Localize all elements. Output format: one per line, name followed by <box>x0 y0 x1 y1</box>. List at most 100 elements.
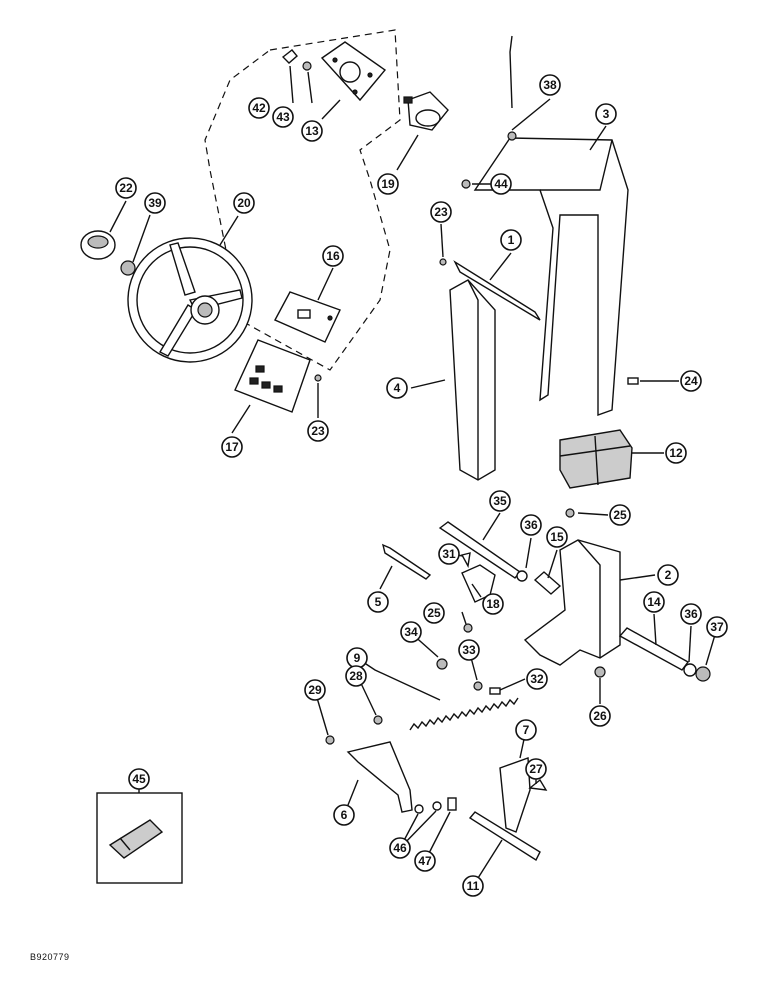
bolt-24 <box>627 377 639 385</box>
console-panel-3 <box>473 137 629 416</box>
nut-44 <box>461 179 471 189</box>
callout-29: 29 <box>304 679 326 701</box>
callout-2: 2 <box>657 564 679 586</box>
svg-text:34: 34 <box>404 625 418 639</box>
washer-36-upper <box>516 570 528 582</box>
handle-7 <box>499 757 531 833</box>
callout-27: 27 <box>525 758 547 780</box>
callout-26: 26 <box>589 705 611 727</box>
svg-text:23: 23 <box>434 205 448 219</box>
callout-13: 13 <box>301 120 323 142</box>
nut-29 <box>325 735 335 745</box>
svg-text:33: 33 <box>462 643 476 657</box>
nut-38 <box>507 131 517 141</box>
column-channel-4 <box>449 279 496 481</box>
callout-12: 12 <box>665 442 687 464</box>
callout-24: 24 <box>680 370 702 392</box>
svg-text:23: 23 <box>311 424 325 438</box>
tube-15 <box>533 571 562 595</box>
svg-text:38: 38 <box>543 78 557 92</box>
svg-text:18: 18 <box>486 597 500 611</box>
lever-6 <box>346 741 413 813</box>
callout-25-upper: 25 <box>609 504 631 526</box>
callout-47: 47 <box>414 850 436 872</box>
callout-7: 7 <box>515 719 537 741</box>
svg-text:45: 45 <box>132 772 146 786</box>
washer-46b <box>432 801 442 811</box>
svg-text:26: 26 <box>593 709 607 723</box>
svg-text:12: 12 <box>669 446 683 460</box>
foam-block-12 <box>559 429 633 489</box>
svg-text:6: 6 <box>341 808 348 822</box>
inset-45 <box>96 792 183 884</box>
drawing-code: B920779 <box>30 952 70 962</box>
callout-28: 28 <box>345 665 367 687</box>
pin-42 <box>281 49 298 64</box>
svg-text:1: 1 <box>508 233 515 247</box>
bracket-1 <box>453 260 541 321</box>
steering-wheel-20 <box>127 237 253 363</box>
screw-27 <box>528 778 548 791</box>
svg-text:28: 28 <box>349 669 363 683</box>
callout-42: 42 <box>248 97 270 119</box>
callout-1: 1 <box>500 229 522 251</box>
nut-39 <box>120 260 136 276</box>
screw-31 <box>460 552 471 569</box>
steering-group-outline <box>204 29 401 371</box>
callout-43: 43 <box>272 106 294 128</box>
svg-text:4: 4 <box>394 381 401 395</box>
callout-3: 3 <box>595 103 617 125</box>
callout-20: 20 <box>233 192 255 214</box>
callout-44: 44 <box>490 173 512 195</box>
callout-19: 19 <box>377 173 399 195</box>
svg-text:27: 27 <box>529 762 543 776</box>
cover-plate-16 <box>274 291 341 343</box>
callout-23-upper: 23 <box>430 201 452 223</box>
callout-36-right: 36 <box>680 603 702 625</box>
callout-36-upper: 36 <box>520 514 542 536</box>
svg-text:25: 25 <box>427 606 441 620</box>
nut-26 <box>594 666 606 678</box>
bolt-32 <box>489 687 501 695</box>
svg-text:19: 19 <box>381 177 395 191</box>
svg-text:9: 9 <box>354 651 361 665</box>
svg-text:20: 20 <box>237 196 251 210</box>
svg-text:3: 3 <box>603 107 610 121</box>
svg-text:24: 24 <box>684 374 698 388</box>
svg-text:46: 46 <box>393 841 407 855</box>
svg-text:37: 37 <box>710 620 724 634</box>
callout-14: 14 <box>643 591 665 613</box>
nut-28 <box>373 715 383 725</box>
svg-text:36: 36 <box>524 518 538 532</box>
svg-text:14: 14 <box>647 595 661 609</box>
callout-6: 6 <box>333 804 355 826</box>
nut-34 <box>436 658 448 670</box>
knob-22 <box>80 230 116 260</box>
callout-22: 22 <box>115 177 137 199</box>
svg-text:11: 11 <box>467 879 480 893</box>
nut-37 <box>695 666 711 682</box>
bolt-5 <box>381 543 432 580</box>
svg-text:7: 7 <box>523 723 530 737</box>
shaft-14 <box>618 627 690 671</box>
callout-11: 11 <box>462 875 484 897</box>
callout-5: 5 <box>367 591 389 613</box>
callout-31: 31 <box>438 543 460 565</box>
washer-36-right <box>683 663 697 677</box>
svg-text:2: 2 <box>665 568 672 582</box>
nut-25-lower <box>463 623 473 633</box>
svg-text:35: 35 <box>493 494 507 508</box>
callout-35: 35 <box>489 490 511 512</box>
svg-text:13: 13 <box>305 124 319 138</box>
washer-33 <box>473 681 483 691</box>
mounting-plate-13 <box>320 41 387 102</box>
callout-45: 45 <box>128 768 150 790</box>
screw-23-lower <box>314 374 322 382</box>
callout-34: 34 <box>400 621 422 643</box>
svg-text:47: 47 <box>418 854 432 868</box>
svg-text:36: 36 <box>684 607 698 621</box>
leader-lines <box>109 35 718 887</box>
main-bracket-2 <box>523 539 621 666</box>
